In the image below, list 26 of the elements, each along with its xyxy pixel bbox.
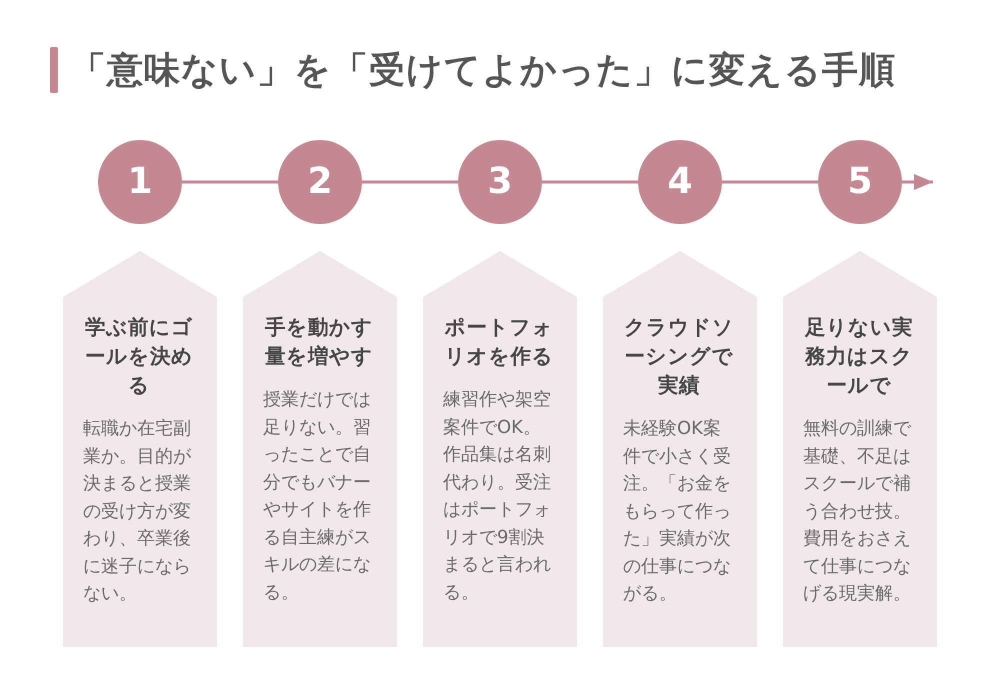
card-text: 転職か在宅副業か。目的が決まると授業の受け方が変わり、卒業後に迷子にならない。	[83, 417, 192, 606]
step-circle: 1	[98, 140, 182, 224]
step-card	[243, 251, 397, 647]
card-heading: 足りない実務力はスクールで	[804, 314, 914, 399]
step-card	[603, 251, 757, 647]
card-text: 未経験OK案件で小さく受注。「お金をもらって作った」実績が次の仕事につながる。	[623, 417, 732, 606]
connector-line	[542, 180, 638, 184]
card-heading: ポートフォリオを作る	[444, 314, 554, 370]
connector-line	[362, 180, 458, 184]
card-text: 無料の訓練で基礎、不足はスクールで補う合わせ技。費用をおさえて仕事につなげる現実解。	[803, 417, 912, 606]
step-circle: 3	[458, 140, 542, 224]
step-card	[783, 251, 937, 647]
arrow	[902, 174, 933, 190]
step-circle: 2	[278, 140, 362, 224]
step-circle: 4	[638, 140, 722, 224]
connector-line	[182, 180, 278, 184]
title: 「意味ない」を「受けてよかった」に変える手順	[70, 49, 896, 93]
card-heading: クラウドソーシングで実績	[623, 314, 735, 399]
card-text: 練習作や架空案件でOK。作品集は名刺代わり。受注はポートフォリオで9割決まると言われる。	[443, 388, 552, 604]
step-card	[63, 251, 217, 647]
step-circle: 5	[818, 140, 902, 224]
step-card	[423, 251, 577, 647]
connector-line	[722, 180, 818, 184]
card-heading: 学ぶ前にゴールを決める	[84, 314, 194, 399]
card-text: 授業だけでは足りない。習ったことで自分でもバナーやサイトを作る自主練がスキルの差になる。	[263, 388, 372, 604]
card-heading: 手を動かす量を増やす	[264, 314, 374, 370]
